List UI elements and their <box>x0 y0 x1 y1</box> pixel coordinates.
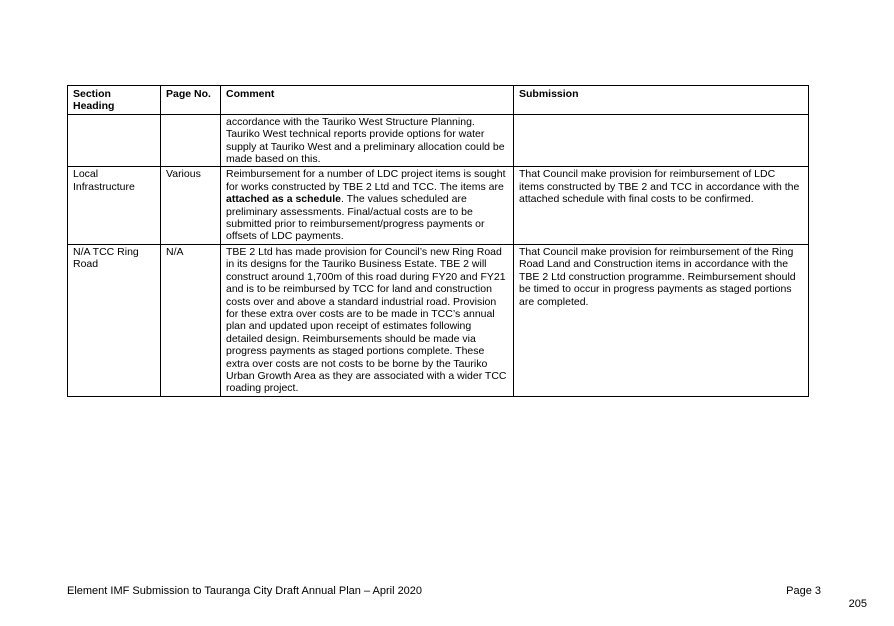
cell-section: Local Infrastructure <box>67 166 161 245</box>
header-submission: Submission <box>513 85 809 115</box>
cell-submission: That Council make provision for reimburs… <box>513 166 809 245</box>
comment-text: . The values scheduled are preliminary a… <box>226 193 485 243</box>
cell-comment: Reimbursement for a number of LDC projec… <box>220 166 514 245</box>
cell-submission: That Council make provision for reimburs… <box>513 243 809 397</box>
footer-page-label: Page 3 <box>786 585 821 597</box>
submission-table: Section Heading Page No. Comment Submiss… <box>67 85 809 397</box>
cell-page: N/A <box>160 243 221 397</box>
table-row: N/A TCC Ring Road N/A TBE 2 Ltd has made… <box>67 243 809 397</box>
cell-section <box>67 113 161 168</box>
footer-document-title: Element IMF Submission to Tauranga City … <box>67 585 423 597</box>
cell-section: N/A TCC Ring Road <box>67 243 161 397</box>
header-page-no: Page No. <box>160 85 221 115</box>
cell-submission <box>513 113 809 168</box>
table-row: accordance with the Tauriko West Structu… <box>67 113 809 168</box>
header-comment: Comment <box>220 85 514 115</box>
comment-text: Reimbursement for a number of LDC projec… <box>226 168 506 193</box>
cell-page <box>160 113 221 168</box>
cell-comment: accordance with the Tauriko West Structu… <box>220 113 514 168</box>
comment-emphasis: attached as a schedule <box>226 193 341 206</box>
header-section-heading: Section Heading <box>67 85 161 115</box>
cell-comment: TBE 2 Ltd has made provision for Council… <box>220 243 514 397</box>
table-header-row: Section Heading Page No. Comment Submiss… <box>67 85 809 115</box>
cell-page: Various <box>160 166 221 245</box>
page-number: 205 <box>848 598 867 610</box>
table-row: Local Infrastructure Various Reimburseme… <box>67 166 809 245</box>
